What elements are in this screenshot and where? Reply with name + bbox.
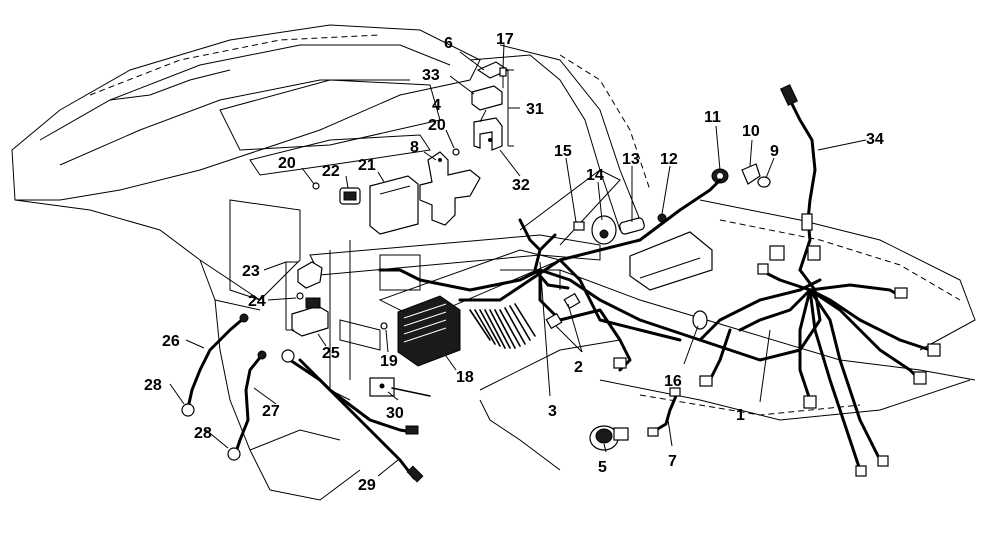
callout-32: 32 <box>512 177 530 194</box>
callout-6: 6 <box>444 35 453 52</box>
voltage-regulator-18 <box>397 295 461 367</box>
switch-14 <box>591 215 617 245</box>
main-wiring-harness-1 <box>378 178 941 477</box>
callout-12: 12 <box>660 151 678 168</box>
callout-20-left: 20 <box>278 155 296 172</box>
callout-11: 11 <box>704 109 721 126</box>
mounting-bracket-8 <box>419 151 481 226</box>
elbow-10 <box>741 163 761 185</box>
relay-bracket-4 <box>473 117 503 151</box>
relay-33 <box>471 85 503 111</box>
callout-28-left: 28 <box>144 377 162 394</box>
callout-27: 27 <box>262 403 280 420</box>
screw-20-top <box>452 148 460 156</box>
callout-26: 26 <box>162 333 180 350</box>
sensor-plate-30 <box>369 377 431 397</box>
callout-33: 33 <box>422 67 440 84</box>
callout-21: 21 <box>358 157 376 174</box>
starter-cable-29 <box>281 349 424 483</box>
ground-wire-27 <box>227 350 267 461</box>
callout-13: 13 <box>622 151 640 168</box>
screw-19 <box>380 322 388 330</box>
callout-10: 10 <box>742 123 760 140</box>
callout-16: 16 <box>664 373 682 390</box>
callout-29: 29 <box>358 477 376 494</box>
jumper-wire-7 <box>647 387 681 437</box>
ignition-switch-5 <box>589 425 629 451</box>
callout-25: 25 <box>322 345 340 362</box>
callout-31: 31 <box>526 101 544 118</box>
cap-9 <box>757 176 771 188</box>
callout-24: 24 <box>248 293 266 310</box>
callout-18: 18 <box>456 369 474 386</box>
callout-15: 15 <box>554 143 572 160</box>
callout-2: 2 <box>574 359 583 376</box>
callout-3: 3 <box>548 403 557 420</box>
switch-bracket <box>629 231 713 291</box>
callout-labels: 1 2 3 4 5 6 7 8 9 10 11 12 13 14 15 16 1… <box>144 31 884 494</box>
cdi-module-21 <box>369 175 419 235</box>
callout-9: 9 <box>770 143 779 160</box>
grommet-16 <box>692 310 708 330</box>
relay-25 <box>291 297 329 337</box>
leader-lines <box>169 43 867 477</box>
battery-cable-34 <box>780 84 821 261</box>
callout-30: 30 <box>386 405 404 422</box>
wire-loop-3 <box>533 233 570 290</box>
callout-20-top: 20 <box>428 117 446 134</box>
callout-5: 5 <box>598 459 607 476</box>
relay-23 <box>297 261 323 289</box>
callout-34: 34 <box>866 131 884 148</box>
screw-20-left <box>312 182 320 190</box>
bulb-socket-15 <box>573 221 585 231</box>
connector-22 <box>339 187 361 205</box>
screw-17 <box>499 67 507 88</box>
callout-17: 17 <box>496 31 514 48</box>
callout-7: 7 <box>668 453 677 470</box>
callout-28-bottom: 28 <box>194 425 212 442</box>
screw-24 <box>296 292 304 300</box>
callout-23: 23 <box>242 263 260 280</box>
callout-22: 22 <box>322 163 340 180</box>
callout-8: 8 <box>410 139 419 156</box>
callout-19: 19 <box>380 353 398 370</box>
callout-14: 14 <box>586 167 604 184</box>
callout-4: 4 <box>432 97 441 114</box>
fuse-holder-13 <box>619 217 645 235</box>
ground-wire-26 <box>181 313 249 417</box>
callout-1: 1 <box>736 407 745 424</box>
